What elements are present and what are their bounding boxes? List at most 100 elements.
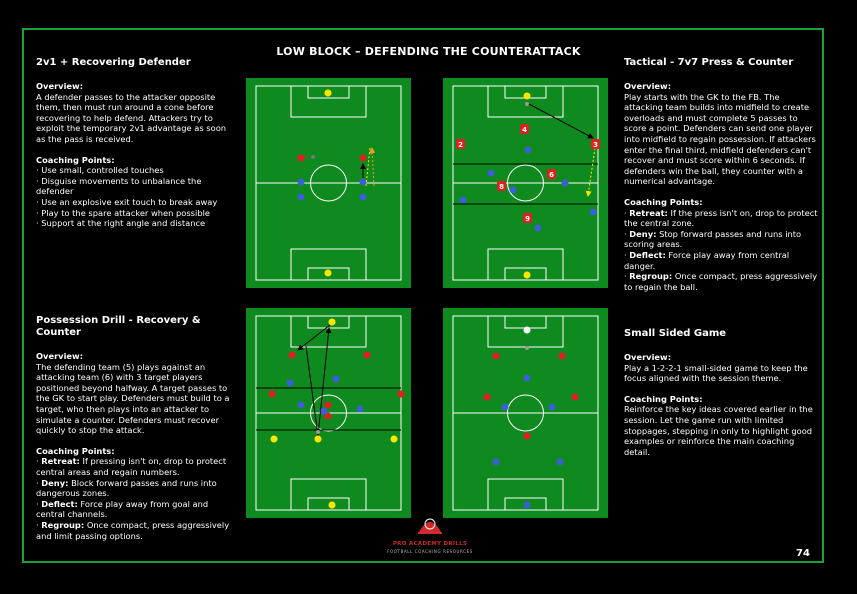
goalkeeper-marker <box>324 89 332 97</box>
player-marker <box>270 435 278 443</box>
list-item: · Retreat: If the press isn't on, drop t… <box>624 207 818 229</box>
list-item: · Regroup: Once compact, press aggressiv… <box>36 519 230 541</box>
pitch-possession-recovery-counter <box>246 308 411 518</box>
pitch-2v1-recovering-defender <box>246 78 411 288</box>
page-number: 74 <box>796 548 810 559</box>
list-item: · Deny: Stop forward passes and runs int… <box>624 228 802 250</box>
list-item: · Use small, controlled touches <box>36 165 164 176</box>
list-item: · Use an explosive exit touch to break a… <box>36 196 218 207</box>
drill-3-overview-label: Overview: <box>36 351 84 361</box>
list-item: · Deflect: Force play away from central … <box>624 249 790 271</box>
drill-3-title: Possession Drill - Recovery & Counter <box>36 315 201 338</box>
list-item: · Deny: Block forward passes and runs in… <box>36 477 217 499</box>
list-item: · Disguise movements to unbalance the de… <box>36 175 202 197</box>
player-marker <box>397 390 405 398</box>
player-marker <box>492 352 500 360</box>
list-item: · Regroup: Once compact, press aggressiv… <box>624 271 818 292</box>
football-icon <box>418 518 442 534</box>
player-marker <box>548 403 556 411</box>
player-marker <box>356 405 364 413</box>
drill-1-coaching-label: Coaching Points: <box>36 154 115 165</box>
drill-1-overview: A defender passes to the attacker opposi… <box>36 91 227 144</box>
player-marker <box>359 154 367 162</box>
player-marker <box>523 374 531 382</box>
player-marker <box>487 169 495 177</box>
player-marker <box>288 351 296 359</box>
player-marker <box>324 412 332 420</box>
goalkeeper-marker <box>523 501 531 509</box>
drill-4-overview: Play a 1-2-2-1 small-sided game to keep … <box>624 362 808 384</box>
drill-4-title: Small Sided Game <box>624 328 727 339</box>
player-number: 3 <box>593 141 598 149</box>
player-marker <box>523 432 531 440</box>
drill-4-coaching-label: Coaching Points: <box>624 393 703 404</box>
goalkeeper-marker <box>523 326 531 334</box>
player-marker <box>359 193 367 201</box>
player-marker <box>297 154 305 162</box>
pitch-7v7-press-counter: 2 4 3 6 8 9 <box>443 78 608 288</box>
player-marker <box>297 401 305 409</box>
drill-2-points: · Retreat: If the press isn't on, drop t… <box>624 208 820 293</box>
drill-4-text: Small Sided Game Overview: Play a 1-2-2-… <box>624 328 820 457</box>
pitch-small-sided-game <box>443 308 608 518</box>
ball-marker <box>316 430 320 434</box>
player-marker <box>501 403 509 411</box>
player-marker <box>571 393 579 401</box>
player-number: 9 <box>525 215 530 223</box>
goalkeeper-marker <box>523 92 531 100</box>
drill-2-overview-label: Overview: <box>624 81 672 91</box>
player-marker <box>390 435 398 443</box>
goalkeeper-marker <box>324 269 332 277</box>
drill-3-text: Possession Drill - Recovery & Counter Ov… <box>36 315 236 541</box>
player-number: 6 <box>549 171 554 179</box>
drill-3-points: · Retreat: If pressing isn't on, drop to… <box>36 456 236 541</box>
player-marker <box>324 401 332 409</box>
drill-1-overview-label: Overview: <box>36 81 84 91</box>
drill-1-points: · Use small, controlled touches · Disgui… <box>36 165 236 229</box>
drill-4-coaching: Reinforce the key ideas covered earlier … <box>624 404 813 457</box>
goalkeeper-marker <box>328 318 336 326</box>
drill-2-title: Tactical - 7v7 Press & Counter <box>624 57 794 68</box>
player-marker <box>359 178 367 186</box>
page-border <box>22 28 824 563</box>
player-marker <box>297 193 305 201</box>
player-marker <box>589 208 597 216</box>
goalkeeper-marker <box>328 501 336 509</box>
ball-marker <box>525 346 529 350</box>
player-marker <box>332 375 340 383</box>
player-marker <box>534 224 542 232</box>
player-marker <box>268 390 276 398</box>
player-number: 2 <box>458 141 463 149</box>
list-item: · Play to the spare attacker when possib… <box>36 207 210 218</box>
drill-2-overview: Play starts with the GK to the FB. The a… <box>624 91 816 187</box>
player-marker <box>459 196 467 204</box>
list-item: · Retreat: If pressing isn't on, drop to… <box>36 456 227 477</box>
list-item: · Support at the right angle and distanc… <box>36 218 206 229</box>
ball-marker <box>525 102 529 106</box>
player-number: 8 <box>499 183 504 191</box>
player-marker <box>558 352 566 360</box>
drill-1-title: 2v1 + Recovering Defender <box>36 57 191 68</box>
list-item: · Deflect: Force play away from goal and… <box>36 498 209 520</box>
player-marker <box>286 379 294 387</box>
drill-2-text: Tactical - 7v7 Press & Counter Overview:… <box>624 57 820 292</box>
drill-3-overview: The defending team (5) plays against an … <box>36 361 230 436</box>
drill-4-overview-label: Overview: <box>624 352 672 362</box>
player-marker <box>483 393 491 401</box>
player-marker <box>509 186 517 194</box>
brand-logo: PRO ACADEMY DRILLS FOOTBALL COACHING RES… <box>380 512 480 562</box>
logo-tagline: FOOTBALL COACHING RESOURCES <box>387 549 473 554</box>
player-marker <box>556 458 564 466</box>
drill-3-coaching-label: Coaching Points: <box>36 445 115 456</box>
drill-1-text: 2v1 + Recovering Defender Overview: A de… <box>36 57 236 229</box>
player-marker <box>314 435 322 443</box>
goalkeeper-marker <box>523 271 531 279</box>
player-number: 4 <box>522 126 527 134</box>
cone-marker <box>311 155 315 159</box>
player-marker <box>524 146 532 154</box>
player-marker <box>320 407 328 415</box>
player-marker <box>492 458 500 466</box>
player-marker <box>297 178 305 186</box>
player-marker <box>363 351 371 359</box>
player-marker <box>561 179 569 187</box>
